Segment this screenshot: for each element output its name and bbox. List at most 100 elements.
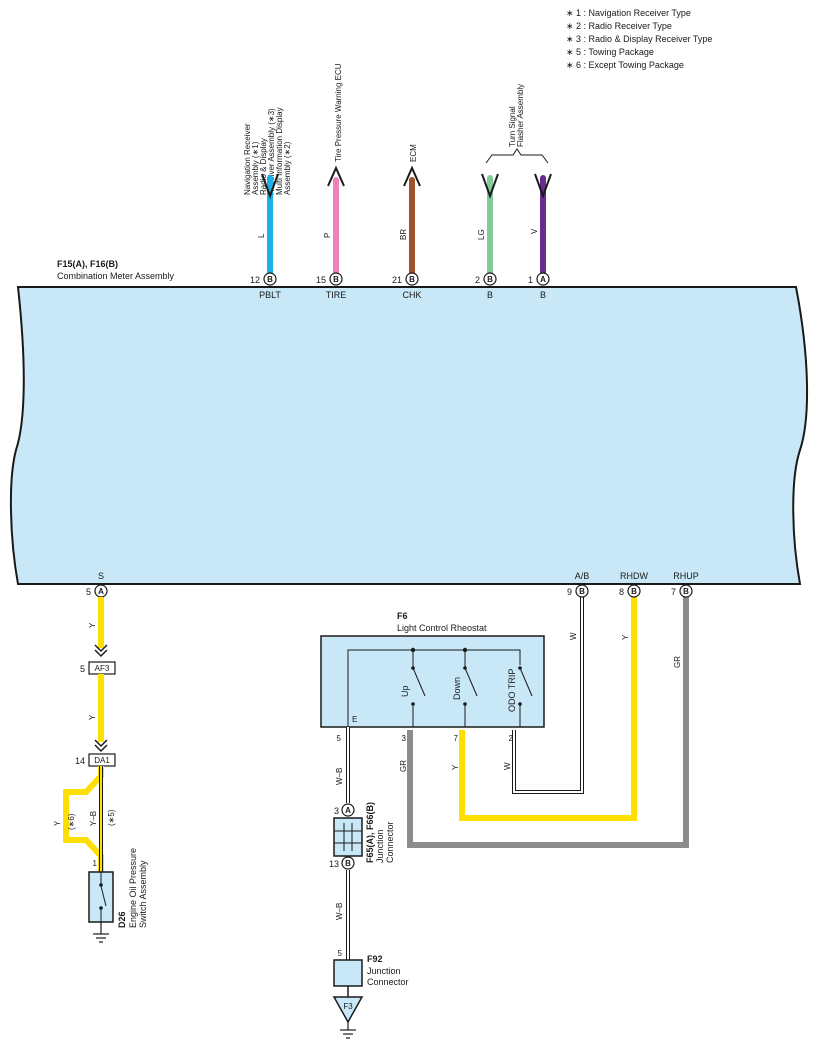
junction-top-pin: A 3 bbox=[334, 803, 355, 817]
sw-down-blade bbox=[464, 667, 478, 697]
wire-l: L bbox=[257, 173, 279, 275]
junction-bottom-pin: B 13 bbox=[329, 856, 355, 870]
rheostat-name: Light Control Rheostat bbox=[397, 623, 487, 633]
wire-w-label-upper: W bbox=[569, 632, 578, 640]
switch-up-label: Up bbox=[400, 685, 410, 697]
note-2: ∗ 2 : Radio Receiver Type bbox=[566, 21, 672, 31]
pin-circle bbox=[405, 272, 419, 286]
bottom-signal-rhdw: RHDW bbox=[620, 571, 648, 581]
junction-connector-grid bbox=[334, 823, 362, 851]
meter-name: Combination Meter Assembly bbox=[57, 271, 175, 281]
top-pin-chk: B 21 CHK bbox=[392, 272, 422, 300]
top-pin-b1: A 1 B bbox=[528, 272, 550, 300]
d26-pin-number: 1 bbox=[93, 859, 98, 868]
bottom-signal-ab: A/B bbox=[575, 571, 590, 581]
f92-name-2: Connector bbox=[367, 977, 409, 987]
sw-up-blade bbox=[412, 667, 426, 697]
af3-connector-label: AF3 bbox=[95, 664, 110, 673]
rheostat-code: F6 bbox=[397, 611, 408, 621]
bottom-signal-s: S bbox=[98, 571, 104, 581]
contact-odo-top bbox=[518, 666, 522, 670]
pin-conn: B bbox=[267, 275, 273, 284]
switch-down-label: Down bbox=[452, 677, 462, 700]
pin-num: 2 bbox=[475, 275, 480, 285]
rheostat-pin-7: 7 bbox=[454, 734, 459, 743]
d26-name-1: Engine Oil Pressure bbox=[128, 848, 138, 928]
pin-circle bbox=[341, 803, 355, 817]
pin-num: 21 bbox=[392, 275, 402, 285]
f3-ground-label: F3 bbox=[343, 1002, 353, 1011]
combination-meter-body bbox=[9, 286, 809, 585]
wire-y-label-lower: Y bbox=[451, 764, 460, 770]
pin-signal: PBLT bbox=[259, 290, 281, 300]
pin-signal: B bbox=[540, 290, 546, 300]
bottom-pin-rhup: B 7 bbox=[671, 584, 693, 598]
wire-y-bypass bbox=[63, 766, 104, 872]
pin-num: 7 bbox=[671, 587, 676, 597]
oil-pressure-switch-icon bbox=[100, 872, 107, 922]
wire-y-label-2: Y bbox=[88, 714, 97, 720]
rheostat-pin-5: 5 bbox=[337, 734, 342, 743]
wire-lg: LG bbox=[477, 173, 499, 275]
meter-code: F15(A), F16(B) bbox=[57, 259, 118, 269]
wire-br-label: BR bbox=[399, 229, 408, 240]
junction-name-2: Connector bbox=[385, 821, 395, 863]
pin-conn: B bbox=[631, 587, 637, 596]
f3-ground-point-icon bbox=[332, 996, 364, 1024]
wire-w-core bbox=[513, 597, 583, 793]
junction-name-1: Junction bbox=[375, 829, 385, 863]
wire-gr-label-lower: GR bbox=[399, 760, 408, 772]
pin-conn: A bbox=[540, 275, 546, 284]
wire-gr-label-upper: GR bbox=[673, 656, 682, 668]
pin-conn: B bbox=[487, 275, 493, 284]
contact-up-top bbox=[411, 666, 415, 670]
note-5-label: (∗5) bbox=[107, 809, 116, 826]
nav-line-4: Receiver Assembly (∗3) bbox=[267, 108, 276, 195]
tire-ecu-label: Tire Pressure Warning ECU bbox=[334, 63, 343, 162]
wire-lg-input-arrow bbox=[481, 173, 499, 199]
junction-dot-down bbox=[462, 647, 468, 653]
pin-conn: B bbox=[333, 275, 339, 284]
af3-pin-number: 5 bbox=[80, 664, 85, 674]
pin-num: 15 bbox=[316, 275, 326, 285]
pin-signal: TIRE bbox=[326, 290, 347, 300]
wire-v: V bbox=[530, 173, 552, 275]
wire-y-rhdw bbox=[459, 597, 637, 821]
d26-code: D26 bbox=[117, 911, 127, 928]
junction-code: F65(A), F66(B) bbox=[365, 802, 375, 863]
wire-yb-label: Y–B bbox=[89, 811, 98, 826]
pin-circle bbox=[329, 272, 343, 286]
note-5: ∗ 5 : Towing Package bbox=[566, 47, 654, 57]
pin-conn: B bbox=[683, 587, 689, 596]
note-6: ∗ 6 : Except Towing Package bbox=[566, 60, 684, 70]
bottom-pin-ab: B 9 bbox=[567, 584, 589, 598]
pin-num: 13 bbox=[329, 859, 339, 869]
pin-circle bbox=[679, 584, 693, 598]
pin-num: 9 bbox=[567, 587, 572, 597]
turn-signal-line-1: Turn Signal bbox=[508, 106, 517, 147]
f92-code: F92 bbox=[367, 954, 383, 964]
wire-br: BR bbox=[399, 165, 421, 275]
sw-contact-top bbox=[99, 883, 103, 887]
f92-connector-body bbox=[333, 959, 363, 987]
pin-circle bbox=[263, 272, 277, 286]
contact-down-top bbox=[463, 666, 467, 670]
contact-odo-bottom bbox=[518, 702, 522, 706]
wire-l-input-arrow bbox=[261, 173, 279, 199]
pin-circle bbox=[341, 856, 355, 870]
pin-conn: B bbox=[579, 587, 585, 596]
top-pin-tire: B 15 TIRE bbox=[316, 272, 347, 300]
rheostat-ground-label: E bbox=[352, 715, 357, 724]
note-1: ∗ 1 : Navigation Receiver Type bbox=[566, 8, 691, 18]
nav-line-6: Assembly (∗2) bbox=[283, 141, 292, 195]
note-6-label: (∗6) bbox=[67, 813, 76, 830]
f92-name-1: Junction bbox=[367, 966, 401, 976]
wire-y-label-bypass: Y bbox=[53, 820, 62, 826]
top-pin-pblt: B 12 PBLT bbox=[250, 272, 281, 300]
rheostat-pin-2: 2 bbox=[509, 734, 514, 743]
rheostat-body bbox=[320, 635, 545, 728]
wire-v-input-arrow bbox=[534, 173, 552, 199]
wire-lg-label: LG bbox=[477, 229, 486, 240]
d26-earth-symbol-icon bbox=[93, 922, 109, 943]
